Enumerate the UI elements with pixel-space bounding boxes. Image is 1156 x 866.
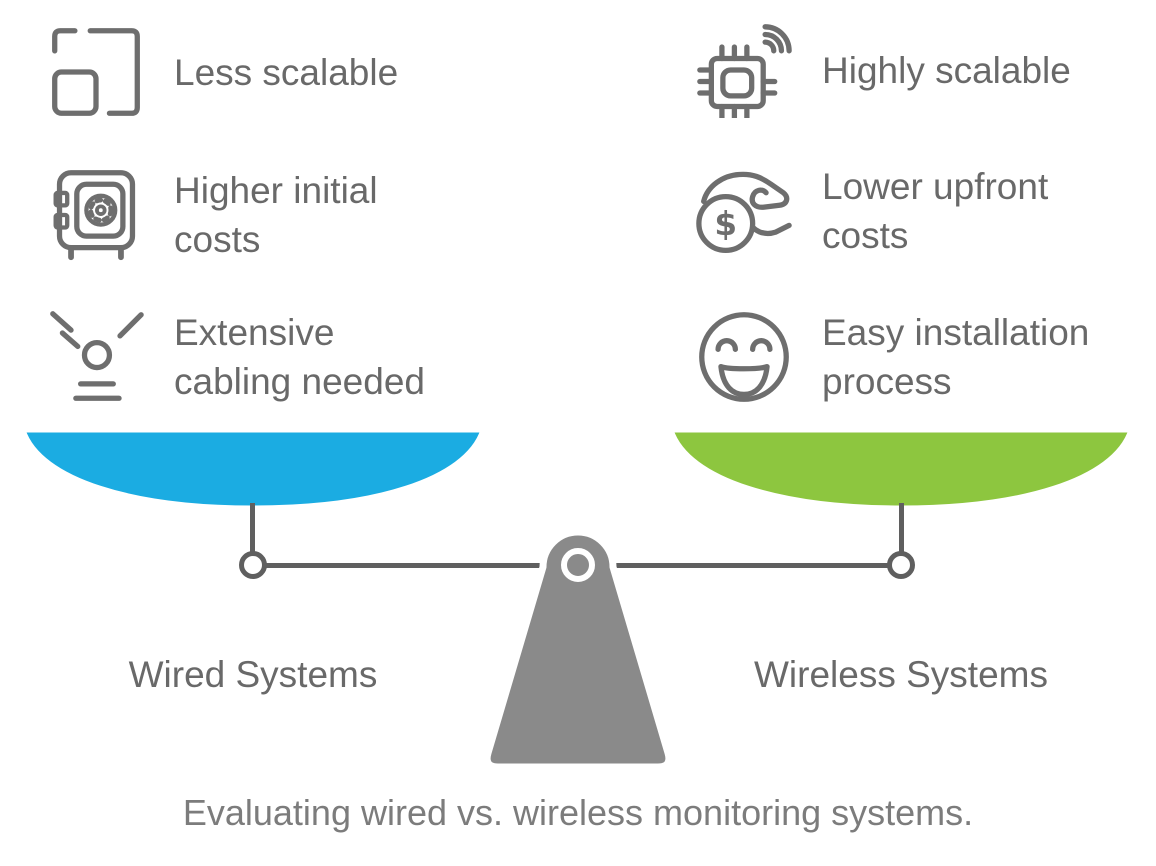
feature-highly-scalable: Highly scalable: [696, 22, 1071, 118]
feature-line: Highly scalable: [822, 49, 1071, 91]
wired-pan-shape: [20, 427, 486, 511]
feature-text: Higher initial costs: [174, 166, 378, 264]
wireless-scale-pan: [668, 427, 1134, 511]
wired-pan-stem: [250, 503, 255, 553]
feature-line: costs: [822, 215, 909, 256]
fulcrum: [483, 528, 673, 771]
feature-lower-costs: $ Lower upfront costs: [696, 162, 1048, 260]
wireless-pan-shape: [668, 427, 1134, 511]
feature-text: Easy installation process: [822, 308, 1089, 406]
smiley-icon: [696, 309, 792, 405]
feature-line: Higher initial: [174, 170, 378, 211]
feature-line: Easy installation: [822, 312, 1090, 353]
wired-systems-label: Wired Systems: [128, 654, 378, 695]
cabling-icon: [48, 309, 144, 405]
safe-icon: [48, 167, 144, 263]
feature-text: Lower upfront costs: [822, 162, 1048, 260]
feature-text: Extensive cabling needed: [174, 308, 425, 406]
scale-icon: [48, 24, 144, 120]
fulcrum-pivot-icon: [561, 548, 595, 582]
fulcrum-shape: [483, 528, 673, 771]
wireless-systems-label: Wireless Systems: [754, 654, 1048, 695]
feature-easy-installation: Easy installation process: [696, 308, 1089, 406]
coin-hand-icon: $: [696, 163, 792, 259]
wireless-pan-stem: [899, 503, 904, 553]
feature-extensive-cabling: Extensive cabling needed: [48, 308, 425, 406]
dollar-symbol: $: [714, 205, 737, 243]
feature-text: Less scalable: [174, 48, 398, 97]
feature-line: cabling needed: [174, 361, 425, 402]
feature-line: Lower upfront: [822, 166, 1049, 207]
wired-scale-pan: [20, 427, 486, 511]
feature-text: Highly scalable: [822, 46, 1071, 95]
feature-line: Extensive: [174, 312, 335, 353]
feature-less-scalable: Less scalable: [48, 24, 398, 120]
feature-line: Less scalable: [174, 51, 399, 93]
chip-wifi-icon: [696, 22, 792, 118]
wireless-beam-joint: [887, 551, 915, 579]
feature-line: process: [822, 361, 952, 402]
feature-line: costs: [174, 219, 261, 260]
caption: Evaluating wired vs. wireless monitoring…: [182, 792, 974, 833]
feature-higher-costs: Higher initial costs: [48, 166, 378, 264]
wired-beam-joint: [239, 551, 267, 579]
